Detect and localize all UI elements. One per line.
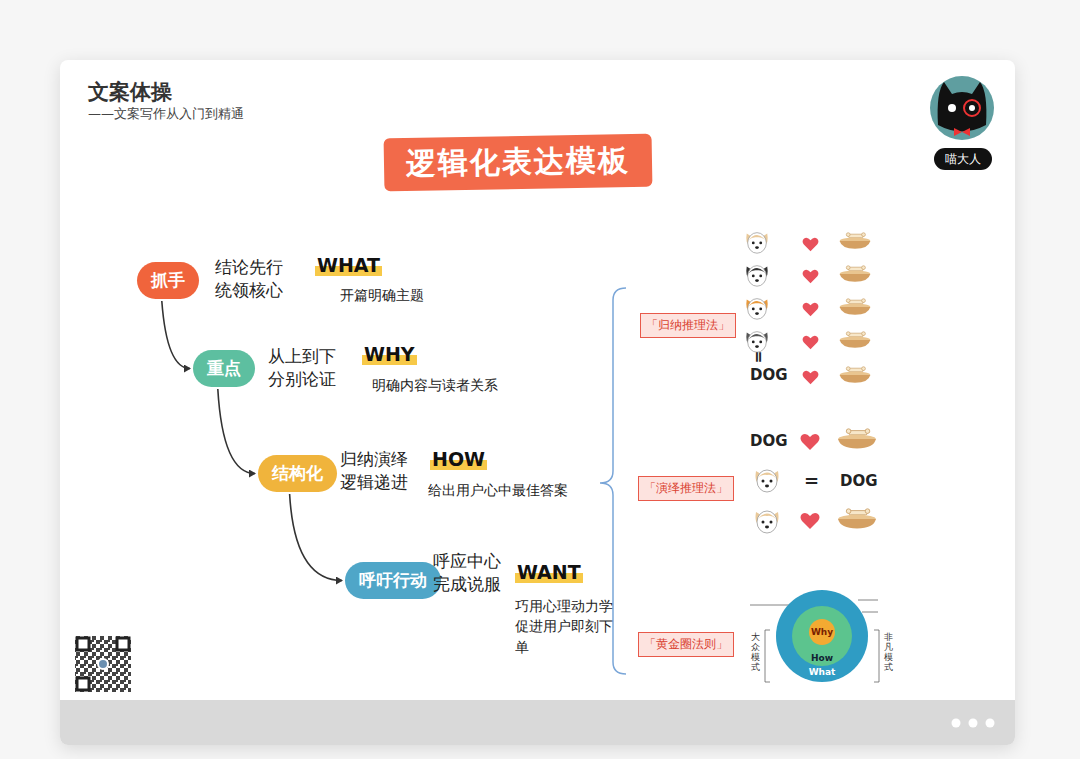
- header-text: ——文案写作从入门到精通: [88, 105, 244, 123]
- figure-label: 大众模式: [751, 633, 760, 673]
- note-text: 从上到下 分别论证: [268, 345, 343, 391]
- note-text: HOW: [430, 448, 487, 470]
- node-text: What: [776, 667, 868, 677]
- node-text: 抓手: [151, 270, 185, 290]
- method-box: 「演绎推理法」: [638, 476, 734, 501]
- step-pill: 重点: [193, 350, 255, 387]
- note-text: 归纳演绎 逻辑递进: [340, 448, 415, 494]
- note-text: 巧用心理动力学 促进用户即刻下单: [515, 596, 619, 657]
- node-text: 「黄金圈法则」: [644, 637, 728, 651]
- golden-circle: What How Why: [776, 590, 868, 682]
- note-text: WHAT: [315, 254, 382, 276]
- flow-arrow: [290, 494, 342, 581]
- note-text: WHY: [362, 343, 417, 365]
- golden-circle: Why: [809, 619, 835, 645]
- figure-label: 非凡模式: [884, 633, 893, 673]
- method-box: 「归纳推理法」: [640, 313, 736, 338]
- note-text: 开篇明确主题: [340, 287, 424, 305]
- note-text: 结论先行 统领核心: [215, 256, 290, 302]
- note-text: 呼应中心 完成说服: [433, 550, 508, 596]
- figure-label: =: [750, 351, 768, 364]
- figure-label: DOG: [750, 366, 788, 384]
- header-text: 文案体操: [88, 78, 172, 106]
- node-text: 重点: [207, 358, 241, 378]
- figure-label: =: [804, 470, 819, 491]
- golden-circle: How Why: [792, 606, 852, 666]
- note-text: 明确内容与读者关系: [372, 377, 498, 395]
- figure-label: DOG: [840, 472, 878, 490]
- header-text: 喵大人: [945, 151, 981, 168]
- step-pill: 抓手: [137, 262, 199, 299]
- node-text: Why: [809, 627, 835, 637]
- note-text: WANT: [515, 561, 583, 583]
- node-text: 「归纳推理法」: [646, 318, 730, 332]
- step-pill: 结构化: [258, 455, 337, 492]
- method-box: 「黄金圈法则」: [638, 632, 734, 657]
- step-pill: 呼吁行动: [345, 562, 441, 599]
- node-text: 呼吁行动: [359, 570, 427, 590]
- node-text: 「演绎推理法」: [644, 481, 728, 495]
- node-text: 结构化: [272, 463, 323, 483]
- figure-label: DOG: [750, 432, 788, 450]
- flow-arrow: [162, 301, 190, 369]
- bottom-bar: [60, 700, 1015, 745]
- flow-arrow: [218, 389, 255, 474]
- note-text: 给出用户心中最佳答案: [428, 482, 568, 500]
- node-text: How: [792, 653, 852, 663]
- title-banner: 逻辑化表达模板: [384, 134, 653, 192]
